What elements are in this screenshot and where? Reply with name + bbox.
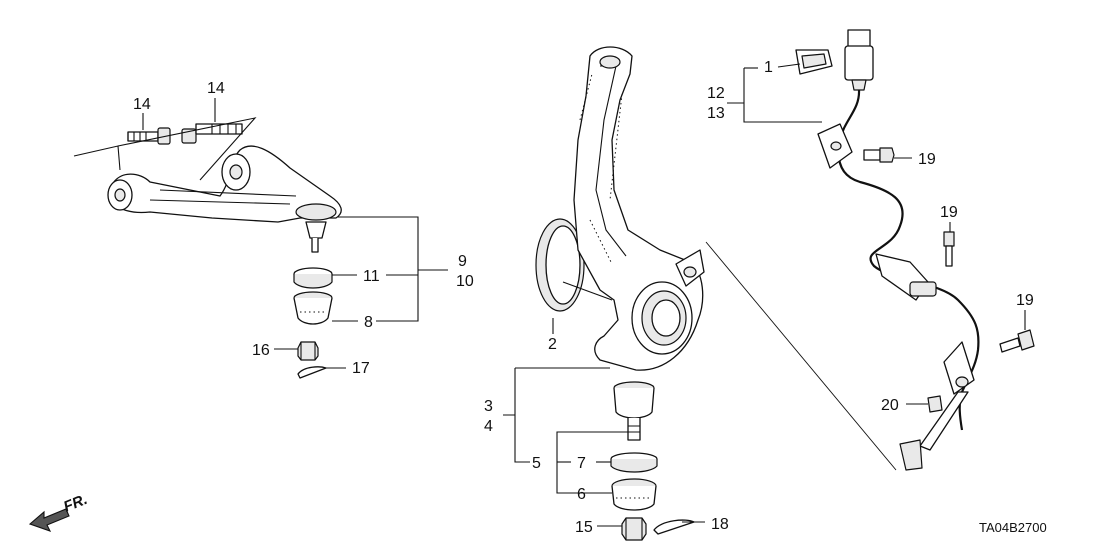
callout-20: 20: [881, 397, 899, 414]
boot-6: [611, 478, 657, 511]
callout-3: 3: [484, 398, 493, 415]
front-arrow-icon: [28, 508, 70, 532]
seal-7: [610, 452, 658, 473]
bolt-19-middle: [943, 231, 955, 267]
callout-14-left: 14: [133, 96, 151, 113]
splash-guard-2: [535, 218, 585, 312]
upper-arm: [107, 145, 342, 253]
bracket-middle: [875, 253, 937, 301]
boot-8: [293, 291, 333, 325]
callout-13: 13: [707, 105, 725, 122]
clip-1: [795, 49, 833, 75]
callout-4: 4: [484, 418, 493, 435]
bracket-lower: [943, 341, 975, 395]
callout-12: 12: [707, 85, 725, 102]
upper-arm-group: [73, 98, 448, 379]
ball-joint-lower: [613, 381, 655, 441]
sensor-connector: [844, 29, 874, 91]
callout-2: 2: [548, 336, 557, 353]
knuckle-group: [503, 46, 705, 541]
callout-9: 9: [458, 253, 467, 270]
callout-18: 18: [711, 516, 729, 533]
callout-15: 15: [575, 519, 593, 536]
callout-8: 8: [364, 314, 373, 331]
callout-5: 5: [532, 455, 541, 472]
nut-16: [297, 341, 319, 361]
knuckle: [573, 46, 705, 371]
seal-11: [293, 267, 333, 289]
callout-7: 7: [577, 455, 586, 472]
bolt-14-left: [127, 127, 171, 145]
callout-19-lower: 19: [1016, 292, 1034, 309]
callout-6: 6: [577, 486, 586, 503]
callout-17: 17: [352, 360, 370, 377]
bracket-upper: [817, 123, 853, 169]
callout-14-right: 14: [207, 80, 225, 97]
callout-10: 10: [456, 273, 474, 290]
front-label: FR.: [61, 491, 90, 516]
callout-11: 11: [363, 268, 380, 285]
bolt-19-top: [863, 147, 895, 163]
bolt-20: [927, 395, 943, 413]
callout-1: 1: [764, 59, 773, 76]
callout-16: 16: [252, 342, 270, 359]
sensor-group: [705, 29, 1035, 471]
diagram-code: TA04B2700: [979, 520, 1047, 535]
callout-19-top: 19: [918, 151, 936, 168]
sensor-body: [899, 391, 969, 471]
callout-19-middle: 19: [940, 204, 958, 221]
bolt-19-lower: [999, 329, 1035, 353]
nut-15: [621, 517, 647, 541]
cotter-pin-17: [297, 366, 327, 379]
